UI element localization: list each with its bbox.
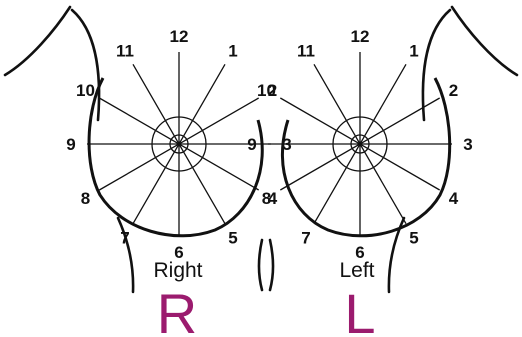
- left-clock-number: 4: [449, 189, 459, 208]
- left-clock-number: 8: [262, 189, 271, 208]
- right-clock-number: 1: [228, 41, 237, 60]
- right-side-letter: R: [157, 282, 197, 337]
- right-clock-number: 9: [66, 135, 75, 154]
- left-clock-number: 11: [297, 41, 315, 60]
- right-clock-number: 10: [76, 81, 95, 100]
- left-clock-number: 3: [463, 135, 472, 154]
- left-clock-number: 1: [409, 41, 418, 60]
- left-underarm-outline: [72, 10, 99, 120]
- right-clock-number: 12: [170, 27, 189, 46]
- right-clock-number: 5: [228, 229, 237, 248]
- center-right-waist-outline: [270, 240, 273, 290]
- center-left-waist-outline: [259, 240, 262, 290]
- left-clock-number: 10: [257, 81, 276, 100]
- right-clock-number: 11: [116, 41, 134, 60]
- left-clock-number: 9: [247, 135, 256, 154]
- left-clock-number: 12: [351, 27, 370, 46]
- right-breast-outline: [89, 78, 262, 236]
- left-clock-number: 7: [301, 229, 310, 248]
- left-side-letter: L: [344, 282, 375, 337]
- right-breast-label: Right: [153, 259, 202, 282]
- right-shoulder-outline: [452, 7, 517, 75]
- right-clock-number: 7: [120, 229, 129, 248]
- right-clock-number: 8: [81, 189, 90, 208]
- left-clock-number: 5: [409, 229, 418, 248]
- left-clock-number: 2: [449, 81, 458, 100]
- left-breast-label: Left: [339, 259, 374, 282]
- left-breast-outline: [282, 78, 449, 236]
- left-shoulder-outline: [5, 7, 70, 75]
